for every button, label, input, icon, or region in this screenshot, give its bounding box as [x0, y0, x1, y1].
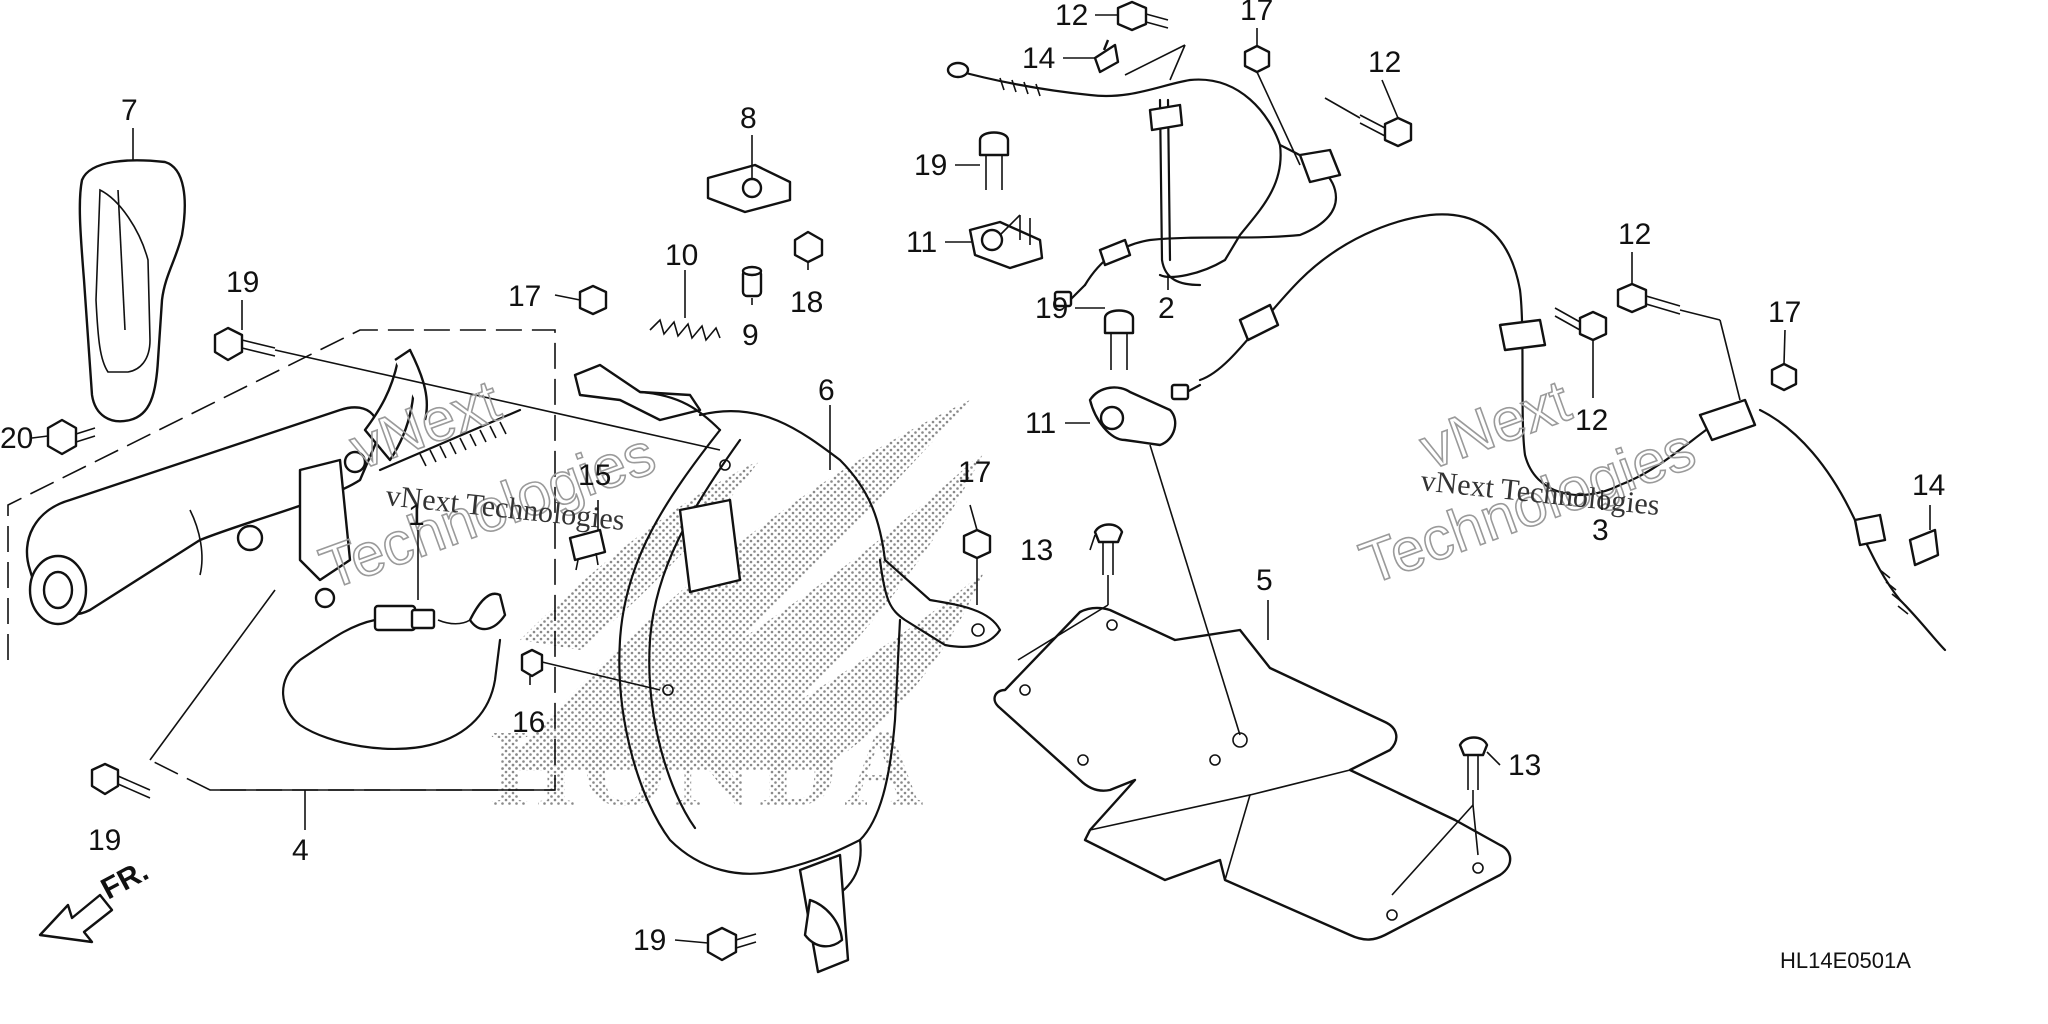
- label-12-c: 12: [1618, 218, 1651, 251]
- part-19-bolt-lower-left: [90, 762, 151, 799]
- part-19-bolt-bottom: [706, 926, 757, 962]
- part-13-bolt-lower: [1391, 736, 1489, 896]
- label-19-e: 19: [1035, 292, 1068, 325]
- callout-labels: 7 19 20 8 10 9 18 17 6 1 15 16 4 19 17 1…: [0, 0, 1945, 957]
- part-19-bolt-upper-left: [213, 326, 721, 451]
- part-14-clip-top: [1093, 39, 1120, 74]
- lever-rod-thread: [419, 421, 507, 467]
- part-15-clip: [568, 528, 607, 571]
- part-10-spring: [649, 318, 721, 342]
- label-13-b: 13: [1508, 749, 1541, 782]
- part-8-bracket: [706, 163, 792, 214]
- leader-lines: [31, 14, 1931, 944]
- label-17-b: 17: [958, 456, 991, 489]
- part-17-nut-top: [1243, 44, 1271, 74]
- part-11-clamp-upper: [968, 215, 1044, 270]
- label-18: 18: [790, 286, 823, 319]
- label-5: 5: [1256, 564, 1273, 597]
- label-15: 15: [578, 459, 611, 492]
- label-17-a: 17: [508, 280, 541, 313]
- label-17-d: 17: [1768, 296, 1801, 329]
- lever-rod: [378, 408, 522, 472]
- part-4-leader-a: [149, 589, 276, 761]
- direction-label: FR.: [96, 854, 154, 906]
- part-7-lever-cover: [78, 159, 186, 423]
- watermark-right: vNext Technologies vNext Technologies: [1351, 366, 1705, 598]
- label-11-b: 11: [1025, 407, 1056, 440]
- part-20-screw: [46, 418, 96, 456]
- label-12-d: 12: [1575, 404, 1608, 437]
- part-17-nut-center: [578, 284, 608, 316]
- label-8: 8: [740, 102, 757, 135]
- label-9: 9: [742, 319, 759, 352]
- part-19-bolt-center-mid: [1103, 309, 1135, 370]
- part-18-nut: [793, 230, 824, 264]
- label-19-d: 19: [914, 149, 947, 182]
- label-11-a: 11: [906, 226, 937, 259]
- diagram-code: HL14E0501A: [1780, 948, 1911, 973]
- part-12-bolt-right-top: [1324, 97, 1413, 148]
- part-9-collar: [741, 265, 763, 298]
- part-3-brake-cable: [1170, 213, 1947, 652]
- label-16: 16: [512, 706, 545, 739]
- label-2: 2: [1158, 292, 1175, 325]
- part-5-cover-plate: [993, 606, 1512, 941]
- part-12-bolt-top: [1116, 0, 1169, 32]
- part-17-nut-right: [1770, 362, 1798, 392]
- label-19-c: 19: [633, 924, 666, 957]
- label-13-a: 13: [1020, 534, 1053, 567]
- label-17-c: 17: [1240, 0, 1273, 27]
- part-14-clip-right: [1908, 528, 1940, 567]
- label-4: 4: [292, 834, 309, 867]
- part-11-clamp-lower: [1088, 386, 1241, 736]
- label-6: 6: [818, 374, 835, 407]
- part-4-brake-lever: [25, 348, 429, 626]
- part-6-frame-bracket: [573, 363, 1002, 974]
- label-1: 1: [408, 499, 425, 532]
- part-12-bolt-right: [1616, 282, 1741, 401]
- part-16-bolt: [520, 648, 661, 691]
- part-12-bolt-mid: [1554, 307, 1608, 342]
- label-14-a: 14: [1022, 42, 1055, 75]
- part-13-bolt-upper: [1017, 523, 1124, 661]
- honda-wing-logo: HONDA: [490, 400, 985, 829]
- label-3: 3: [1592, 514, 1609, 547]
- label-10: 10: [665, 239, 698, 272]
- label-19-a: 19: [226, 266, 259, 299]
- honda-logo-text: HONDA: [490, 707, 929, 829]
- part-19-bolt-center-top: [978, 131, 1010, 190]
- label-20: 20: [0, 422, 33, 455]
- label-12-b: 12: [1368, 46, 1401, 79]
- front-direction-arrow: FR.: [38, 854, 154, 944]
- label-7: 7: [121, 94, 138, 127]
- part-16-switch-harness: [282, 592, 507, 751]
- part-2-brake-cable: [946, 44, 1342, 308]
- label-14-b: 14: [1912, 469, 1945, 502]
- label-12-a: 12: [1055, 0, 1088, 32]
- label-19-b: 19: [88, 824, 121, 857]
